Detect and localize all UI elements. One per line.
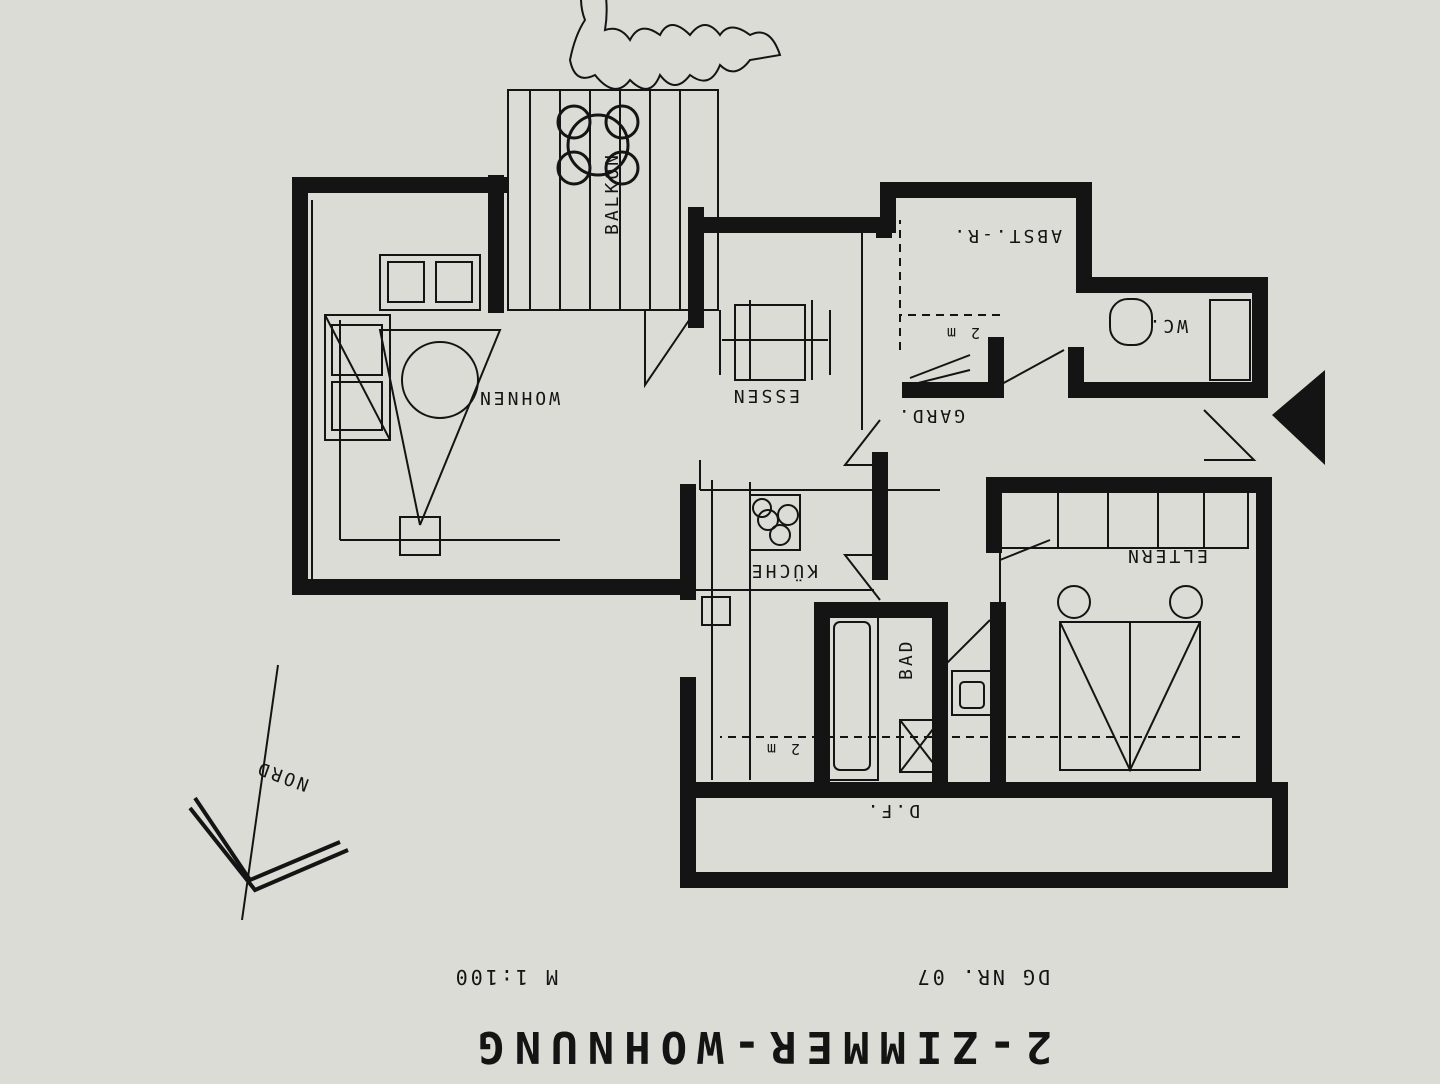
dimension-abst: 2 m	[944, 324, 980, 342]
wall-garderobe	[902, 337, 1004, 398]
plan-rotated-group: BALKON WOHNEN ESSEN ABST.-R. WC. GARD. K…	[188, 0, 1325, 1072]
room-label-essen: ESSEN	[731, 385, 800, 406]
room-label-wc: WC.	[1146, 315, 1188, 336]
room-label-kueche: KÜCHE	[749, 560, 818, 582]
room-label-eltern: ELTERN	[1125, 545, 1208, 566]
plan-title: 2-ZIMMER-WOHNUNG	[468, 1021, 1052, 1072]
room-label-bad: BAD	[896, 638, 917, 680]
bush-outline	[568, 0, 782, 90]
wall-df	[680, 687, 1272, 798]
room-label-wohnen: WOHNEN	[477, 387, 560, 408]
room-label-abstellraum: ABST.-R.	[951, 225, 1062, 246]
plan-subtitle: DG NR. 07	[915, 965, 1050, 989]
wall-df-outer	[680, 782, 1288, 888]
wall-bad	[814, 602, 948, 790]
walls	[292, 175, 1288, 888]
wall-wc	[1068, 277, 1268, 398]
room-label-dachflaeche: D.F.	[865, 800, 920, 821]
north-arrow-icon	[188, 664, 349, 921]
dimension-bad: 2 m	[764, 740, 800, 758]
plan-scale: M 1:100	[453, 965, 558, 989]
title-block: 2-ZIMMER-WOHNUNG DG NR. 07 M 1:100	[453, 965, 1052, 1072]
entrance-arrow-icon	[1272, 370, 1325, 465]
room-label-garderobe: GARD.	[896, 405, 965, 426]
room-label-balkon: BALKON	[602, 152, 623, 235]
wall-essen-top	[688, 182, 1092, 293]
thin-lines	[303, 89, 1271, 781]
balkon-table	[556, 104, 640, 186]
wall-wohnen	[292, 177, 690, 595]
